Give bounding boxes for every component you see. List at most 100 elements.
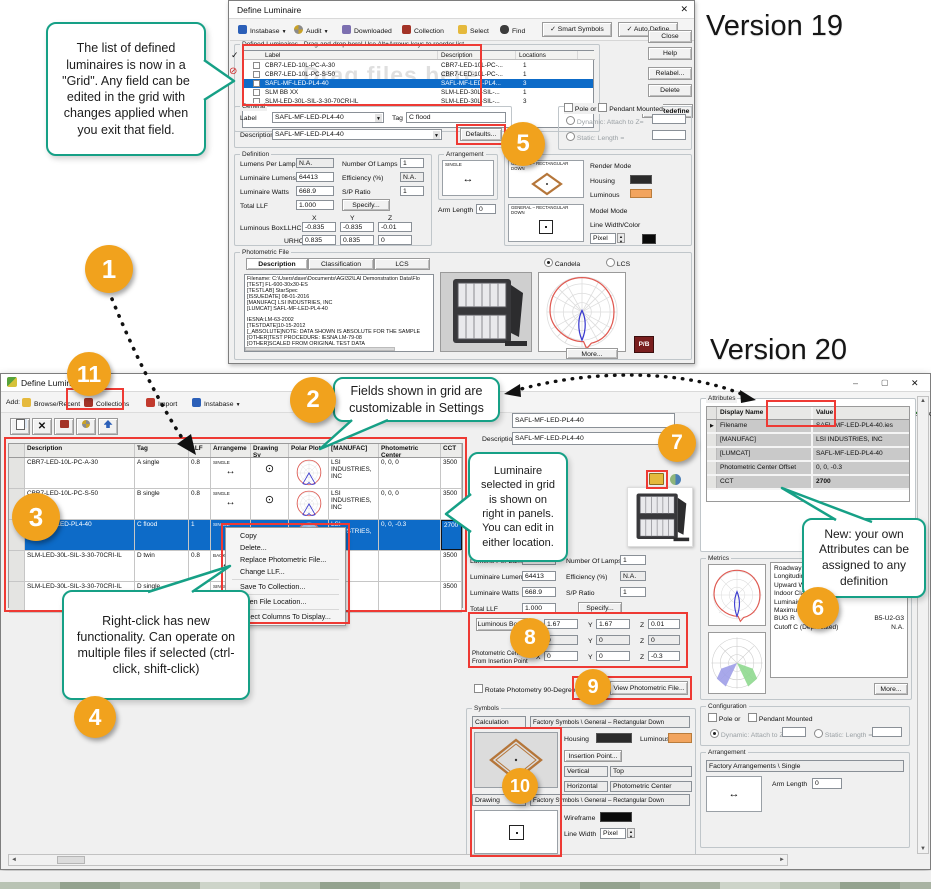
- menu-item-select-columns[interactable]: Select Columns To Display...: [240, 612, 331, 621]
- drawing-symbol-path[interactable]: Factory Symbols \ General – Rectangular …: [530, 794, 690, 806]
- copy-icon-button[interactable]: [10, 418, 30, 435]
- col-value[interactable]: Value: [813, 407, 909, 419]
- col-display-name[interactable]: Display Name: [717, 407, 813, 419]
- row-checkbox[interactable]: [253, 89, 260, 96]
- menu-item-copy[interactable]: Copy: [240, 531, 257, 540]
- total-llf-field[interactable]: 1.000: [296, 200, 334, 210]
- wireframe-color-swatch[interactable]: [600, 812, 632, 822]
- col-manufac[interactable]: [MANUFAC]: [329, 444, 379, 457]
- menu-item-delete[interactable]: Delete...: [240, 543, 267, 552]
- pixel-select[interactable]: Pixel: [600, 828, 626, 839]
- pole-checkbox[interactable]: Pole or: [708, 713, 740, 724]
- v19-col-description[interactable]: Description: [441, 52, 473, 59]
- v-scrollbar[interactable]: ▲ ▼: [917, 396, 929, 854]
- v19-titlebar[interactable]: Define Luminaire ✕: [229, 1, 694, 19]
- static-length-field[interactable]: [872, 727, 902, 737]
- urhc-z-field[interactable]: 0: [378, 235, 412, 245]
- sp-ratio-field[interactable]: 1: [620, 587, 646, 597]
- scroll-up-icon[interactable]: ▲: [920, 398, 926, 404]
- dynamic-z-field[interactable]: [782, 727, 806, 737]
- v19-toolbar-downloaded[interactable]: Downloaded: [342, 25, 392, 36]
- tab-classification[interactable]: Classification: [308, 258, 374, 270]
- more-button[interactable]: More...: [874, 683, 908, 695]
- spinner-control[interactable]: ▲▼: [617, 233, 625, 244]
- collection-icon-button[interactable]: [54, 418, 74, 435]
- apply-check-icon[interactable]: ✓: [231, 50, 239, 60]
- specify-button[interactable]: Specify...: [578, 602, 622, 614]
- v19-toolbar-audit[interactable]: Audit ▼: [294, 25, 329, 36]
- housing-color-swatch[interactable]: [630, 175, 652, 184]
- scroll-left-icon[interactable]: ◄: [11, 857, 17, 863]
- pb-icon[interactable]: P/B: [634, 336, 654, 353]
- photometric-file-text[interactable]: Filename: C:\Users\dave\Documents\AGI32\…: [244, 274, 434, 352]
- size-x-field[interactable]: 1.67: [544, 619, 578, 629]
- v19-col-label[interactable]: Label: [265, 52, 281, 59]
- sp-ratio-field[interactable]: 1: [400, 186, 424, 196]
- housing-color-swatch[interactable]: [596, 733, 632, 743]
- v19-tag-field[interactable]: C flood: [406, 112, 506, 123]
- col-photometric-center[interactable]: Photometric Center: [379, 444, 441, 457]
- v19-description-combo[interactable]: SAFL-MF-LED-PL4-40▼: [272, 129, 442, 140]
- v19-label-combo[interactable]: SAFL-MF-LED-PL4-40▼: [272, 112, 384, 123]
- center-z-field[interactable]: 0: [648, 635, 680, 645]
- calculation-symbol-path[interactable]: Factory Symbols \ General – Rectangular …: [530, 716, 690, 728]
- close-button[interactable]: Close: [648, 30, 692, 43]
- attribute-row[interactable]: [LUMCAT]SAFL-MF-LED-PL4-40: [707, 448, 909, 462]
- v19-static-length-field[interactable]: [652, 130, 686, 140]
- export-icon-button[interactable]: [98, 418, 118, 435]
- relabel-button[interactable]: Relabel...: [648, 67, 692, 80]
- v19-dynamic-z-field[interactable]: [652, 114, 686, 124]
- row-checkbox[interactable]: [253, 71, 260, 78]
- drawing-symbol-preview[interactable]: [474, 810, 558, 854]
- focused-cell[interactable]: 2700: [441, 520, 462, 550]
- arrangement-path[interactable]: Factory Arrangements \ Single: [706, 760, 904, 772]
- tab-description[interactable]: Description: [246, 258, 308, 270]
- browse-photometric-folder-icon[interactable]: [649, 473, 664, 485]
- total-llf-field[interactable]: 1.000: [522, 603, 556, 613]
- efficiency-field[interactable]: N.A.: [400, 172, 424, 182]
- instabase-button[interactable]: Instabase ▼: [192, 398, 241, 409]
- v19-toolbar-collection[interactable]: Collection: [402, 25, 444, 36]
- audit-icon-button[interactable]: [76, 418, 96, 435]
- urhc-x-field[interactable]: 0.835: [302, 235, 336, 245]
- menu-item-save-to-collection[interactable]: Save To Collection...: [240, 582, 306, 591]
- v19-static-option[interactable]: Static: Length =: [566, 132, 624, 143]
- lcs-radio[interactable]: LCS: [606, 258, 630, 269]
- defaults-button[interactable]: Defaults...: [460, 128, 502, 141]
- table-row[interactable]: CBR7-LED-10L-PC-A-30 A single 0.8 SINGLE…: [9, 458, 462, 489]
- pendant-checkbox[interactable]: Pendant Mounted: [748, 713, 813, 724]
- v19-pole-checkbox[interactable]: Pole or Pendant Mounted: [564, 103, 663, 114]
- chevron-down-icon[interactable]: ▼: [375, 114, 382, 122]
- luminaire-lumens-field[interactable]: 64413: [522, 571, 556, 581]
- minimize-icon[interactable]: –: [853, 378, 859, 388]
- urhc-y-field[interactable]: 0.835: [340, 235, 374, 245]
- photometric-center-x-field[interactable]: 0: [544, 651, 578, 661]
- v19-smart-symbols-toggle[interactable]: ✓ Smart Symbols: [542, 22, 612, 37]
- luminaire-watts-field[interactable]: 668.9: [296, 186, 334, 196]
- row-checkbox[interactable]: [253, 80, 260, 87]
- col-drawing-symbol[interactable]: Drawing Sy: [251, 444, 289, 457]
- col-description[interactable]: Description: [25, 444, 135, 457]
- number-of-lamps-field[interactable]: 1: [620, 555, 646, 565]
- luminaire-watts-field[interactable]: 668.9: [522, 587, 556, 597]
- description-field[interactable]: SAFL-MF-LED-PL4-40: [512, 432, 675, 445]
- vertical-value[interactable]: Top: [610, 766, 692, 777]
- arm-length-field[interactable]: 0: [812, 778, 842, 789]
- arm-length-field[interactable]: 0: [476, 204, 496, 214]
- v19-dynamic-option[interactable]: Dynamic: Attach to Z=: [566, 116, 644, 127]
- llhc-x-field[interactable]: -0.835: [302, 222, 336, 232]
- chevron-down-icon[interactable]: ▼: [433, 131, 440, 139]
- close-icon[interactable]: ✕: [911, 378, 919, 388]
- dynamic-option[interactable]: Dynamic: Attach to Z =: [710, 729, 789, 740]
- line-color-swatch[interactable]: [642, 234, 656, 244]
- spinner-control[interactable]: ▲▼: [627, 828, 635, 839]
- static-option[interactable]: Static: Length =: [814, 729, 872, 740]
- collections-button[interactable]: Collections: [84, 398, 129, 409]
- center-y-field[interactable]: 0: [596, 635, 630, 645]
- view-photometric-file-button[interactable]: View Photometric File...: [610, 681, 688, 695]
- luminaire-lumens-field[interactable]: 64413: [296, 172, 334, 182]
